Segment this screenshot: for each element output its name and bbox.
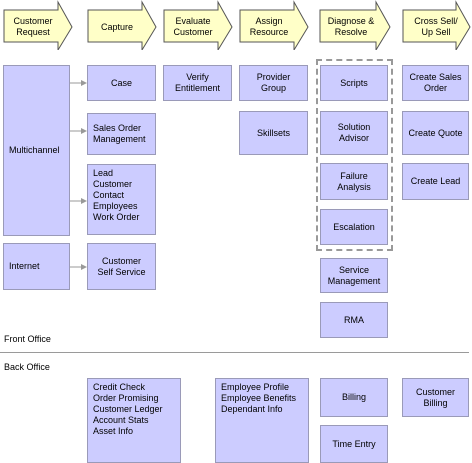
stage-arrow-evaluate-customer xyxy=(163,0,233,50)
scripts-box: Scripts xyxy=(320,65,388,101)
provider-group-box: Provider Group xyxy=(239,65,308,101)
stage-label-customer-request: Customer Request xyxy=(13,16,53,37)
stage-label-evaluate-customer: Evaluate Customer xyxy=(173,16,213,37)
case-box: Case xyxy=(87,65,156,101)
stage-label-diagnose-resolve: Diagnose & Resolve xyxy=(327,16,375,37)
create-quote-box: Create Quote xyxy=(402,111,469,155)
customer-billing-box: Customer Billing xyxy=(402,378,469,417)
stage-arrow-capture xyxy=(87,0,157,50)
back-office-label: Back Office xyxy=(4,362,50,372)
contacts-box: Lead Customer Contact Employees Work Ord… xyxy=(87,164,156,235)
failure-analysis-box: Failure Analysis xyxy=(320,163,388,200)
multichannel-box: Multichannel xyxy=(3,65,70,236)
rma-box: RMA xyxy=(320,302,388,338)
skillsets-box: Skillsets xyxy=(239,111,308,155)
sales-order-management-box: Sales Order Management xyxy=(87,113,156,155)
credit-check-box: Credit Check Order Promising Customer Le… xyxy=(87,378,181,463)
diagnose-dashed-group xyxy=(316,59,393,251)
employee-profile-box: Employee Profile Employee Benefits Depen… xyxy=(215,378,309,463)
stage-label-cross-sell: Cross Sell/ Up Sell xyxy=(414,16,458,37)
office-divider xyxy=(0,352,469,353)
stage-label-capture: Capture xyxy=(100,21,134,32)
create-sales-order-box: Create Sales Order xyxy=(402,65,469,101)
internet-box: Internet xyxy=(3,243,70,290)
create-lead-box: Create Lead xyxy=(402,163,469,200)
billing-box: Billing xyxy=(320,378,388,417)
stage-arrow-diagnose-resolve xyxy=(319,0,391,50)
escalation-box: Escalation xyxy=(320,209,388,245)
time-entry-box: Time Entry xyxy=(320,425,388,463)
stage-arrow-customer-request xyxy=(3,0,73,50)
solution-advisor-box: Solution Advisor xyxy=(320,111,388,155)
process-stage-arrows xyxy=(3,0,471,50)
front-office-label: Front Office xyxy=(4,334,51,344)
stage-arrow-cross-sell xyxy=(402,0,471,50)
verify-entitlement-box: Verify Entitlement xyxy=(163,65,232,101)
stage-label-assign-resource: Assign Resource xyxy=(249,16,289,37)
service-management-box: Service Management xyxy=(320,258,388,293)
stage-arrow-assign-resource xyxy=(239,0,309,50)
customer-self-service-box: Customer Self Service xyxy=(87,243,156,290)
